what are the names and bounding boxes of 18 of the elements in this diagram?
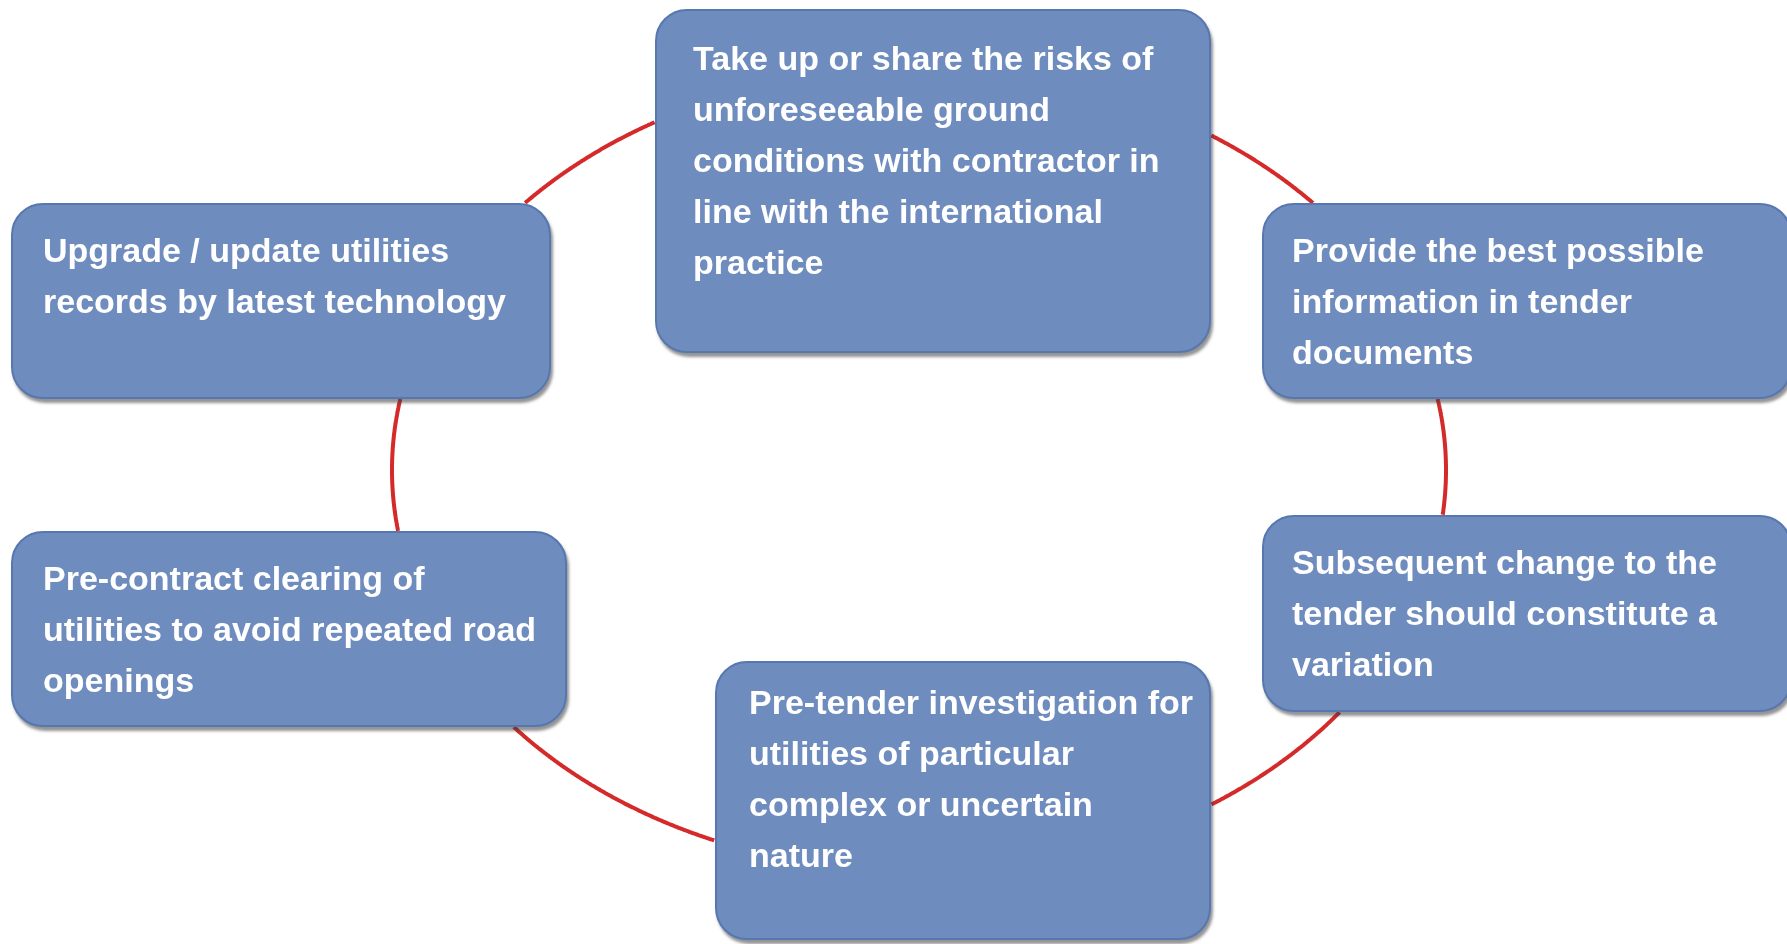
rounded-box — [715, 661, 1211, 940]
box-text: Pre-contract clearing of utilities to avoid repeated road openings — [43, 558, 538, 701]
connector-arc — [523, 120, 656, 205]
box-text: Take up or share the risks of unforeseeable ground conditions with contractor in line with the international practice — [693, 38, 1161, 283]
rounded-box — [1262, 515, 1787, 712]
rounded-box — [11, 203, 551, 399]
rounded-box — [655, 9, 1211, 353]
connector-arc — [512, 725, 716, 843]
box-text: Upgrade / update utilities records by latest technology — [43, 230, 507, 322]
box-text: Subsequent change to the tender should constitute a variation — [1292, 542, 1719, 685]
connector-arc — [390, 397, 403, 533]
connector-arc — [1435, 397, 1448, 517]
rounded-box — [1262, 203, 1787, 399]
rounded-box — [11, 531, 567, 727]
box-text: Provide the best possible information in tender documents — [1292, 230, 1705, 373]
connector-arc — [1210, 710, 1341, 807]
box-text: Pre-tender investigation for utilities of particular complex or uncertain nature — [749, 682, 1194, 876]
connector-arc — [1210, 133, 1315, 205]
